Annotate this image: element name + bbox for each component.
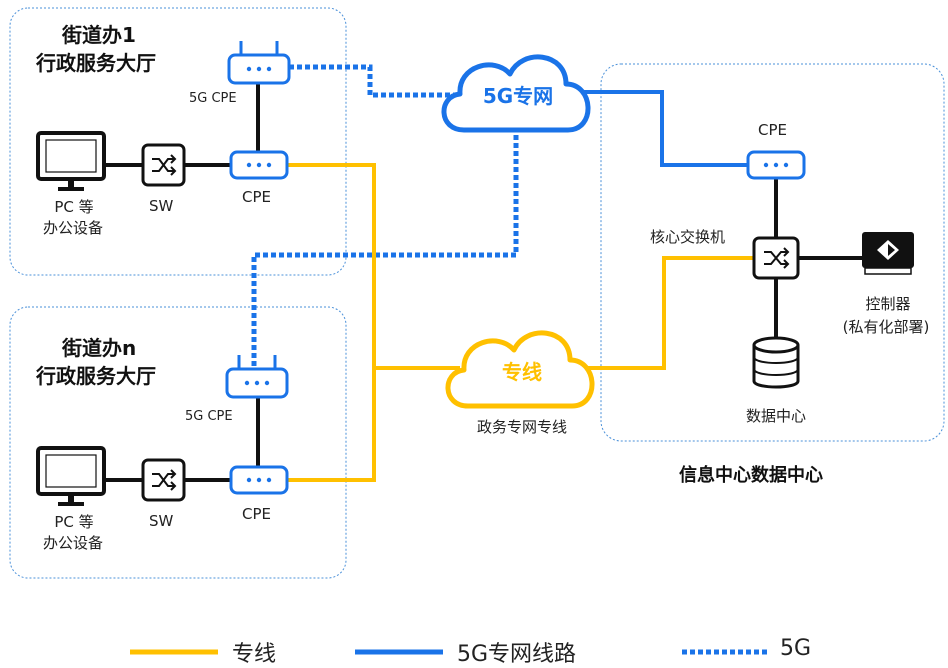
fiveg-link-site1 xyxy=(289,64,455,98)
database-icon xyxy=(752,336,800,389)
cpe-icon xyxy=(229,465,289,495)
pc-label-line2: 办公设备 xyxy=(42,534,103,552)
controller-label-line1: 控制器 xyxy=(865,295,911,313)
legend-label-fiveg: 5G xyxy=(780,636,812,661)
core-switch-icon xyxy=(752,236,800,280)
datacenter-label: 数据中心 xyxy=(745,407,806,425)
datacenter-frame xyxy=(600,63,945,442)
cpe-label: CPE xyxy=(242,505,271,523)
pc-icon xyxy=(36,446,106,506)
dedicated-cloud xyxy=(445,330,595,409)
controller-icon xyxy=(862,232,914,275)
sw-label: SW xyxy=(149,197,174,215)
legend-label-fiveg-network: 5G专网线路 xyxy=(457,642,577,667)
pc-label-line1: PC 等 xyxy=(54,198,94,216)
fiveg-network-link xyxy=(582,90,748,167)
dedicated-line-datacenter xyxy=(583,256,753,370)
pc-icon xyxy=(36,131,106,191)
dedicated-cloud-caption: 政务专网专线 xyxy=(476,418,567,436)
fiveg-cloud xyxy=(441,54,591,133)
center-title: 信息中心数据中心 xyxy=(679,465,823,486)
fiveg-cloud-label: 5G专网 xyxy=(482,84,554,108)
fiveg-link-siten xyxy=(251,135,519,378)
pc-label-line1: PC 等 xyxy=(54,513,94,531)
siten-title-line1: 街道办n xyxy=(62,336,137,360)
sw-label: SW xyxy=(149,512,174,530)
cpe-icon xyxy=(746,150,806,180)
controller-label-line2: (私有化部署) xyxy=(842,318,930,336)
legend-label-dedicated: 专线 xyxy=(232,642,277,667)
site1-title-line2: 行政服务大厅 xyxy=(36,51,156,75)
fiveg-cpe-icon xyxy=(225,355,289,399)
site1-title-line1: 街道办1 xyxy=(62,23,136,47)
switch-icon xyxy=(141,143,186,187)
fiveg-cpe-label: 5G CPE xyxy=(189,91,237,106)
cpe-label: CPE xyxy=(242,188,271,206)
siten-title-line2: 行政服务大厅 xyxy=(36,364,156,388)
dedicated-cloud-label: 专线 xyxy=(502,360,542,384)
switch-icon xyxy=(141,458,186,502)
dedicated-line-site1 xyxy=(287,163,376,482)
fiveg-cpe-label: 5G CPE xyxy=(185,409,233,424)
cpe-icon xyxy=(229,150,289,180)
dc-cpe-label: CPE xyxy=(758,121,787,139)
siten-frame xyxy=(9,306,347,579)
core-switch-label: 核心交换机 xyxy=(650,228,726,246)
fiveg-cpe-icon xyxy=(227,41,291,85)
site1-frame xyxy=(9,7,347,276)
pc-label-line2: 办公设备 xyxy=(42,219,103,237)
